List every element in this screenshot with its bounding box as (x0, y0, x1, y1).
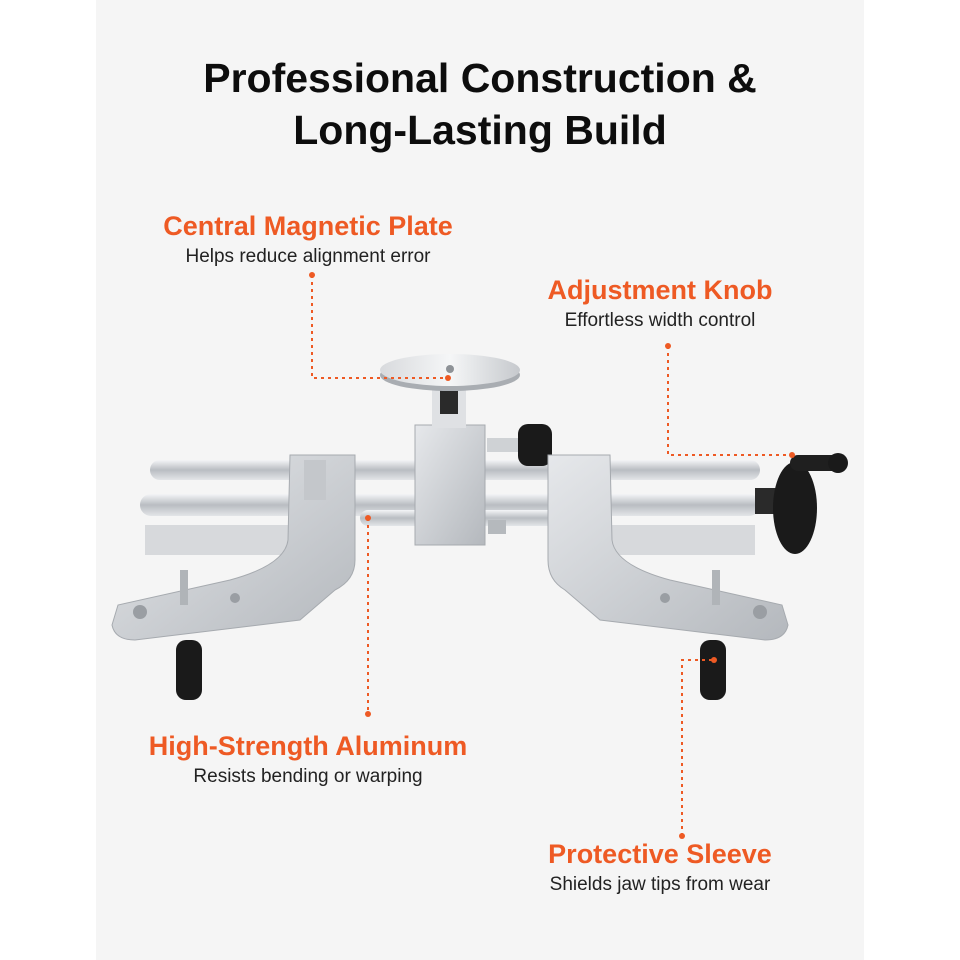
callout-adjustment-knob: Adjustment Knob Effortless width control (510, 274, 810, 334)
center-knob (518, 424, 552, 466)
title-line-1: Professional Construction & (203, 55, 757, 101)
callout-description: Helps reduce alignment error (185, 246, 431, 267)
callout-heading: Central Magnetic Plate (163, 211, 453, 241)
leader-sleeve (681, 659, 712, 834)
page-title: Professional Construction & Long-Lasting… (0, 52, 960, 156)
adjustment-knob (755, 453, 848, 554)
center-carriage (414, 384, 552, 546)
callout-magnetic-plate: Central Magnetic Plate Helps reduce alig… (130, 210, 486, 270)
leader-dots (309, 272, 795, 839)
right-jaw (547, 454, 789, 700)
magnetic-plate (380, 354, 520, 391)
right-protective-sleeve (700, 640, 726, 700)
left-protective-sleeve (176, 640, 202, 700)
callout-description: Resists bending or warping (193, 766, 423, 787)
callout-aluminum: High-Strength Aluminum Resists bending o… (108, 730, 508, 790)
callout-protective-sleeve: Protective Sleeve Shields jaw tips from … (510, 838, 810, 898)
callout-description: Effortless width control (564, 310, 756, 331)
leader-knob (667, 346, 792, 456)
callout-heading: Adjustment Knob (547, 275, 773, 305)
callout-heading: High-Strength Aluminum (148, 731, 468, 761)
title-line-2: Long-Lasting Build (293, 107, 667, 153)
left-jaw (111, 454, 356, 700)
leader-lines (311, 275, 792, 834)
callout-description: Shields jaw tips from wear (549, 874, 771, 895)
callout-heading: Protective Sleeve (548, 839, 772, 869)
